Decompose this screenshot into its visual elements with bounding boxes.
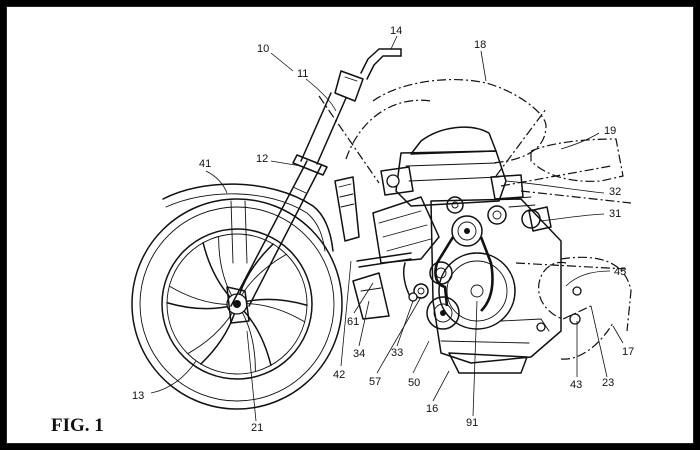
leader-lines <box>150 35 624 422</box>
wheel-spoke <box>166 301 229 310</box>
exhaust-outline <box>538 261 592 320</box>
front-fender <box>162 183 334 264</box>
drive-belt <box>434 236 494 312</box>
generator-cover <box>438 252 516 330</box>
idler-pulley <box>429 261 453 285</box>
ref-21: 21 <box>251 422 263 434</box>
ref-34: 34 <box>353 348 365 360</box>
wheel-spoke-edge <box>168 285 228 305</box>
motorcycle-drawing: 10 11 12 13 14 16 17 18 19 21 23 31 32 3… <box>51 25 634 436</box>
wheel-spoke <box>200 312 236 365</box>
ref-45: 45 <box>614 266 626 278</box>
wheel-spoke-edge <box>246 303 306 323</box>
ref-43: 43 <box>570 379 582 391</box>
ref-33: 33 <box>391 347 403 359</box>
ref-13: 13 <box>132 390 144 402</box>
rear-cover-outline <box>560 256 632 360</box>
cam-pulley <box>451 215 483 247</box>
ref-61: 61 <box>347 316 359 328</box>
ref-23: 23 <box>602 377 614 389</box>
figure-label: FIG. 1 <box>51 415 104 436</box>
front-tire-inner <box>139 206 335 402</box>
crank-pulley <box>426 296 460 330</box>
front-cylinder <box>372 196 440 264</box>
ref-50: 50 <box>408 377 420 389</box>
ref-12: 12 <box>256 153 268 165</box>
front-axle <box>233 300 241 308</box>
ref-11: 11 <box>297 68 308 80</box>
ref-42: 42 <box>333 369 345 381</box>
front-fork <box>230 92 347 307</box>
fuel-tank-outline <box>372 78 547 164</box>
seat-outline <box>530 138 624 182</box>
ref-31: 31 <box>609 208 621 220</box>
ref-57: 57 <box>369 376 381 388</box>
wheel-spoke <box>243 310 272 366</box>
ref-16: 16 <box>426 403 438 415</box>
seat-rail-outline <box>495 108 612 187</box>
patent-figure-frame: 10 11 12 13 14 16 17 18 19 21 23 31 32 3… <box>6 6 694 444</box>
front-rim-inner <box>166 233 308 375</box>
wheel-spoke-edge <box>218 236 233 297</box>
ref-14: 14 <box>390 25 402 37</box>
frame-outline <box>318 95 432 184</box>
ref-91: 91 <box>466 417 478 429</box>
wheel-spoke-edge <box>241 311 256 372</box>
airbox <box>410 126 497 155</box>
front-wheel <box>131 198 343 410</box>
reference-numerals: 10 11 12 13 14 16 17 18 19 21 23 31 32 3… <box>132 25 634 434</box>
front-tire-outer <box>131 198 343 410</box>
oil-pan <box>448 352 528 374</box>
phantom-outlines <box>318 78 632 360</box>
handlebar-assembly <box>334 48 402 102</box>
ref-19: 19 <box>604 125 616 137</box>
ref-10: 10 <box>257 43 269 55</box>
ref-18: 18 <box>474 39 486 51</box>
front-rim-outer <box>161 228 313 380</box>
ref-41: 41 <box>199 158 211 170</box>
ref-17: 17 <box>622 346 634 358</box>
wheel-spoke <box>202 242 231 298</box>
ref-32: 32 <box>609 186 621 198</box>
side-cover-outline <box>515 190 632 270</box>
engine-assembly <box>372 126 582 374</box>
